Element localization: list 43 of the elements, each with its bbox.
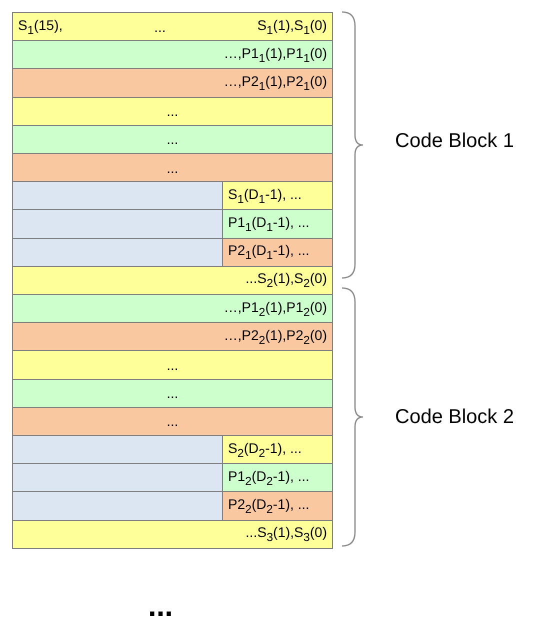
memory-row (12, 322, 333, 352)
memory-row (12, 294, 333, 324)
memory-row (222, 209, 333, 239)
row-text: P1$_{1}$(D$_{1}$-1), ... (228, 214, 310, 234)
row-text: P2$_{1}$(D$_{1}$-1), ... (228, 242, 310, 262)
row-text: S$_{1}$(D$_{1}$-1), ... (228, 186, 302, 206)
memory-row (12, 378, 333, 408)
memory-row (12, 266, 333, 295)
memory-row (12, 124, 333, 154)
block-label: Code Block 2 (395, 406, 514, 429)
memory-row (222, 238, 333, 267)
row-text: ... (154, 18, 166, 35)
memory-row (12, 12, 333, 42)
row-text: ...S$_{3}$(1),S$_{3}$(0) (246, 524, 327, 544)
row-text: ... (166, 131, 178, 148)
memory-row (12, 153, 333, 182)
row-text: ... (166, 413, 178, 430)
row-text: …,P1$_{2}$(1),P1$_{2}$(0) (224, 298, 327, 318)
row-text: …,P2$_{1}$(1),P2$_{1}$(0) (224, 73, 327, 93)
row-text: P2$_{2}$(D$_{2}$-1), ... (228, 496, 310, 516)
row-text: ... (166, 385, 178, 402)
row-text: ... (166, 160, 178, 176)
row-text: S$_{2}$(D$_{2}$-1), ... (228, 440, 302, 460)
memory-row (222, 463, 333, 492)
row-text: S$_{1}$(15), (18, 16, 63, 36)
row-text: S$_{1}$(1),S$_{1}$(0) (257, 16, 327, 36)
memory-row (12, 406, 333, 436)
memory-row (12, 520, 333, 549)
block-label: Code Block 1 (395, 130, 514, 153)
memory-row (12, 40, 333, 70)
memory-row (222, 435, 333, 464)
row-text: …,P2$_{2}$(1),P2$_{2}$(0) (224, 326, 327, 347)
row-text: ... (166, 356, 178, 373)
memory-row (12, 96, 333, 126)
row-text: …,P1$_{1}$(1),P1$_{1}$(0) (224, 44, 327, 65)
continuation-dots: ... (148, 590, 174, 624)
memory-row (12, 68, 333, 98)
memory-row (222, 181, 333, 210)
memory-row (12, 350, 333, 380)
row-text: ...S$_{2}$(1),S$_{2}$(0) (246, 270, 327, 290)
row-text: P1$_{2}$(D$_{2}$-1), ... (228, 468, 310, 488)
memory-row (222, 491, 333, 521)
row-text: ... (166, 103, 178, 120)
